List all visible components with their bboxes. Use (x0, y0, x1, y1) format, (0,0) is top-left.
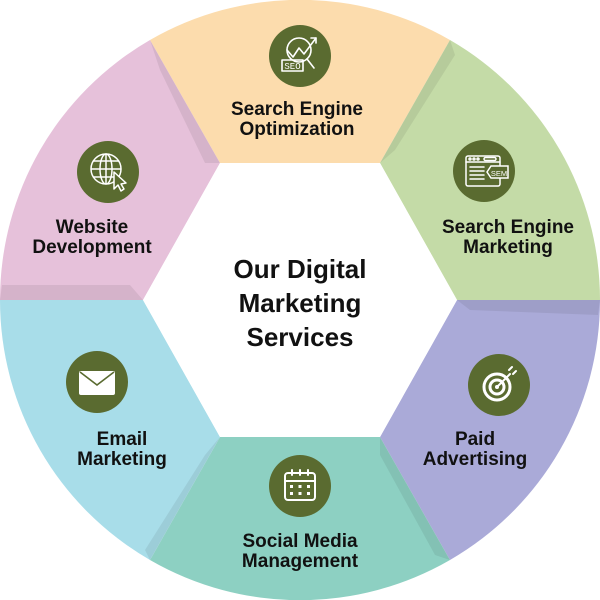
label-line: Management (241, 551, 359, 572)
segment-paid (380, 300, 600, 560)
seo-chart-magnifier-icon: SEO (269, 25, 331, 87)
label-line: Website (55, 217, 129, 238)
label-seo: Search Engine Optimization (231, 100, 363, 140)
fold-shadow (150, 40, 220, 163)
fold-shadow (380, 437, 450, 560)
center-title-line: Services (246, 322, 354, 352)
envelope-icon (66, 351, 128, 413)
svg-text:SEM: SEM (491, 169, 507, 178)
label-line: Marketing (463, 237, 553, 258)
fold-shadow (380, 40, 455, 163)
label-line: Development (32, 237, 152, 258)
label-line: Optimization (239, 119, 355, 140)
label-line: Search Engine (231, 99, 363, 120)
label-line: Paid (454, 429, 496, 450)
label-paid: Paid Advertising (423, 430, 528, 470)
label-sem: Search Engine Marketing (442, 218, 574, 258)
center-title: Our Digital Marketing Services (234, 252, 367, 354)
label-line: Marketing (77, 449, 167, 470)
label-line: Advertising (422, 449, 528, 470)
center-title-line: Marketing (238, 288, 362, 318)
fold-shadow (0, 285, 143, 300)
center-hexagon (143, 163, 457, 437)
label-line: Search Engine (442, 217, 574, 238)
target-arrow-icon (468, 354, 530, 416)
label-smm: Social Media Management (242, 532, 358, 572)
segment-email (0, 300, 220, 560)
label-email: Email Marketing (77, 430, 167, 470)
label-line: Email (96, 429, 148, 450)
calendar-icon (269, 455, 331, 517)
globe-cursor-icon (77, 141, 139, 203)
fold-shadow (145, 437, 220, 560)
label-line: Social Media (242, 531, 358, 552)
browser-sem-tag-icon: SEM (453, 140, 515, 202)
segment-smm (150, 437, 450, 600)
label-web: Website Development (32, 218, 151, 258)
fold-shadow (457, 300, 600, 315)
svg-text:SEO: SEO (284, 62, 300, 72)
center-title-line: Our Digital (233, 254, 367, 284)
